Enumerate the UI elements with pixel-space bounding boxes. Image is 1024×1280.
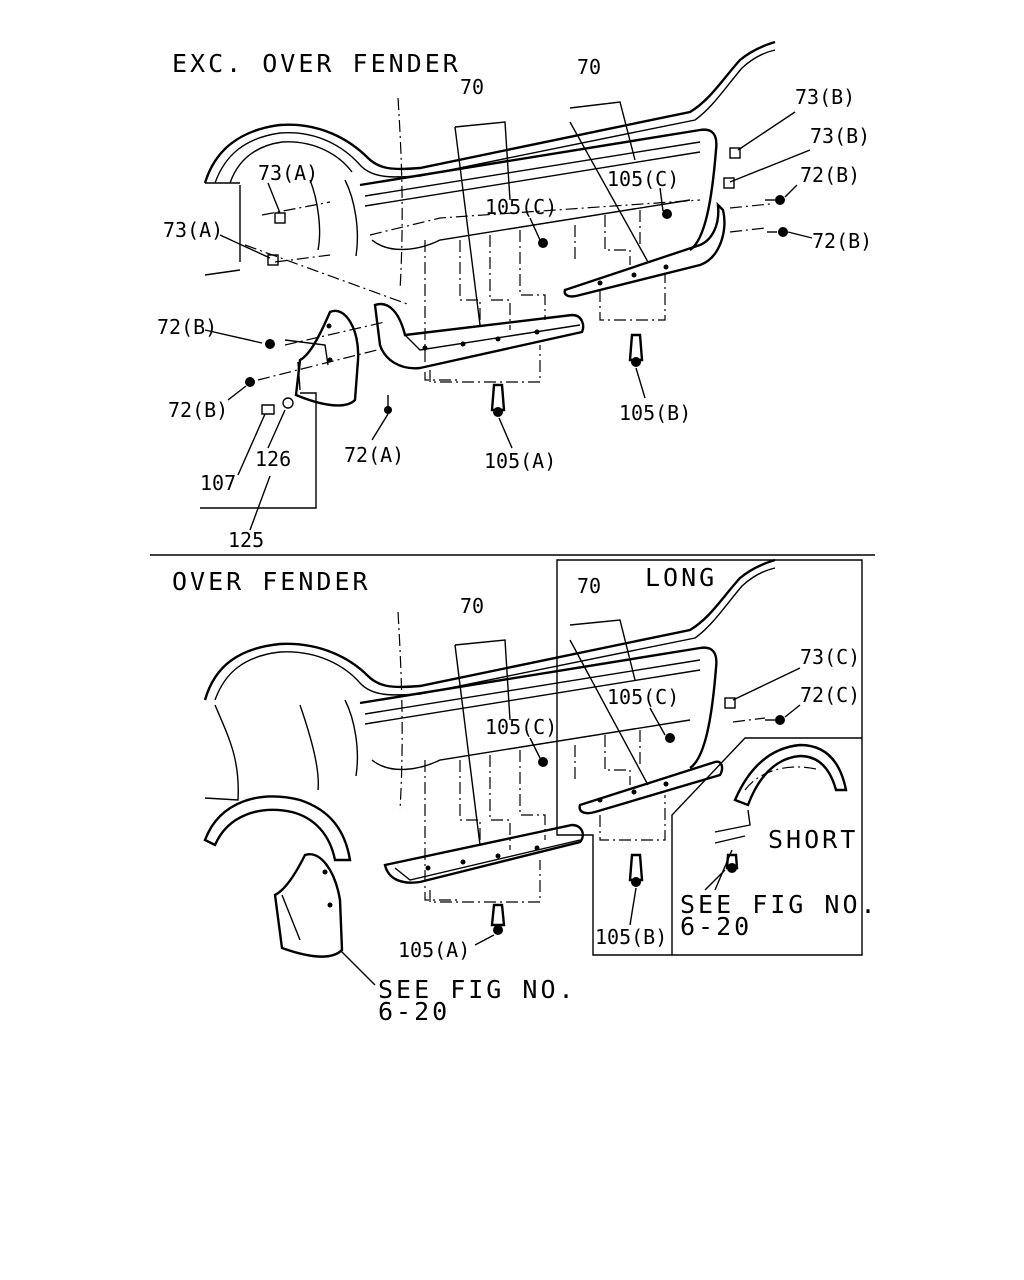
short-inset-heading: SHORT (768, 825, 858, 854)
callout-top-73b-1: 73(B) (795, 85, 855, 109)
callout-top-72b-4: 72(B) (168, 398, 228, 422)
callout-bot-72c: 72(C) (800, 683, 860, 707)
callout-top-105b: 105(B) (619, 401, 691, 425)
top-mud-flap (200, 309, 386, 531)
callout-top-107: 107 (200, 471, 236, 495)
top-fasteners (219, 111, 813, 449)
callout-top-105a: 105(A) (484, 449, 556, 473)
callout-bot-105c-1: 105(C) (607, 685, 679, 709)
bottom-section: OVER FENDER (172, 558, 879, 1026)
callout-top-70-left: 70 (460, 75, 484, 99)
see-fig-note-right-line1: SEE FIG NO. (680, 890, 879, 919)
top-rear-molding (563, 201, 726, 298)
callout-top-73a-1: 73(A) (258, 161, 318, 185)
callout-top-105c-2: 105(C) (485, 195, 557, 219)
bottom-rear-molding (578, 760, 724, 815)
long-inset: LONG (556, 559, 863, 956)
see-fig-note-left-line2: 6-20 (378, 997, 450, 1026)
bottom-over-fender (203, 795, 376, 986)
callout-top-125: 125 (228, 528, 264, 552)
callout-bot-70-left: 70 (460, 594, 484, 618)
callout-top-72b-2: 72(B) (812, 229, 872, 253)
callout-top-70-right: 70 (577, 55, 601, 79)
callout-top-73a-2: 73(A) (163, 218, 223, 242)
top-section: EXC. OVER FENDER (157, 40, 872, 552)
long-inset-heading: LONG (645, 563, 717, 592)
callout-bot-73c: 73(C) (800, 645, 860, 669)
callout-bot-105b: 105(B) (595, 925, 667, 949)
callout-bot-105a: 105(A) (398, 938, 470, 962)
top-assembly-lines (244, 199, 771, 383)
callout-top-72b-3: 72(B) (157, 315, 217, 339)
top-section-heading: EXC. OVER FENDER (172, 49, 461, 78)
top-front-molding (373, 302, 585, 370)
callout-top-72b-1: 72(B) (800, 163, 860, 187)
bottom-section-heading: OVER FENDER (172, 567, 371, 596)
callout-bot-70-right: 70 (577, 574, 601, 598)
see-fig-note-right-line2: 6-20 (680, 912, 752, 941)
callout-top-73b-2: 73(B) (810, 124, 870, 148)
bottom-body-panel (203, 558, 776, 811)
bottom-assembly-lines (424, 717, 766, 903)
callout-top-105c-1: 105(C) (607, 167, 679, 191)
callout-top-126: 126 (255, 447, 291, 471)
top-body-panel (203, 40, 776, 291)
callout-bot-105c-2: 105(C) (485, 715, 557, 739)
callout-top-72a: 72(A) (344, 443, 404, 467)
see-fig-note-left-line1: SEE FIG NO. (378, 975, 577, 1004)
bottom-front-molding (383, 823, 584, 884)
bottom-fasteners (474, 667, 801, 946)
short-inset: SHORT (671, 737, 862, 955)
